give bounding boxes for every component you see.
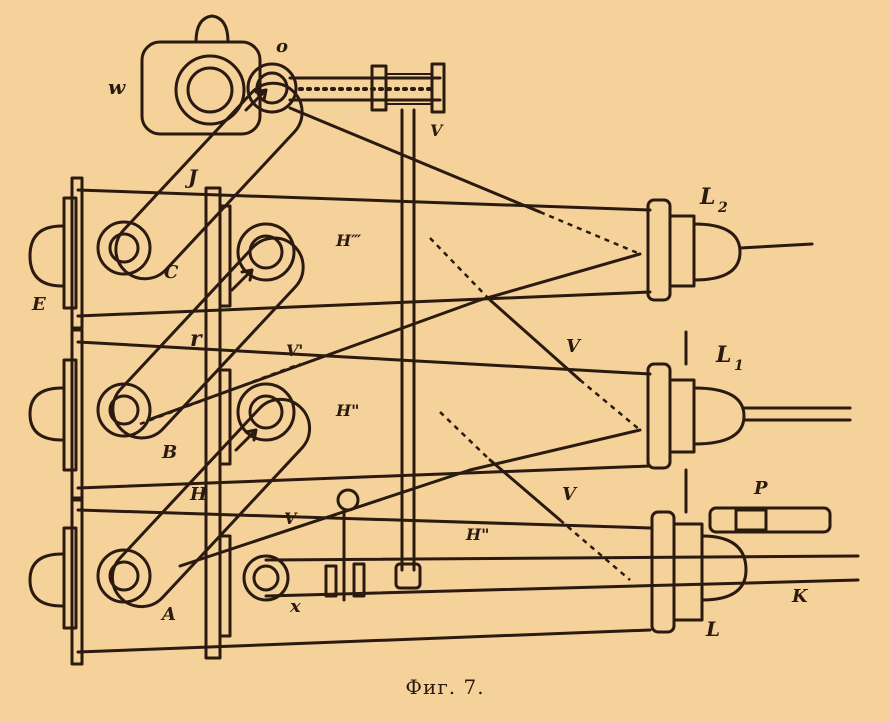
label-a: A [160,604,176,625]
top-spindle [288,62,446,114]
label-h3: H‴ [335,231,361,250]
label-h: H [189,484,208,505]
right-bearings [646,198,852,634]
label-l2: L [699,184,715,210]
figure-caption: Фиг. 7. [405,675,485,699]
label-l2-sub: 2 [717,200,728,216]
label-v-low: V [284,509,298,528]
bottom-shaft [242,488,860,602]
label-j: J [184,165,199,189]
label-w: w [108,75,126,99]
label-x: x [289,596,301,617]
top-housing [140,14,298,136]
label-k: K [791,586,809,607]
label-l1: L [715,342,731,368]
label-c: C [164,262,179,283]
labels: w o V J L 2 C H‴ E r V' V L 1 B H" H V V… [31,36,809,641]
label-r: r [190,326,203,352]
label-l: L [705,617,720,641]
label-h2: H" [335,401,359,420]
label-h2-low: H" [465,525,489,544]
label-e: E [31,294,46,315]
label-b: B [161,442,177,463]
label-v-mid1: V [566,336,582,357]
cylinders [28,176,652,666]
label-v-top: V [430,121,444,140]
label-v-mid2: V [562,484,578,505]
label-o: o [276,36,288,57]
label-v-prime: V' [286,341,303,360]
label-l1-sub: 1 [734,358,744,374]
label-p: P [753,478,768,499]
diagonal-rods [139,106,642,581]
vertical-rod [394,108,422,590]
